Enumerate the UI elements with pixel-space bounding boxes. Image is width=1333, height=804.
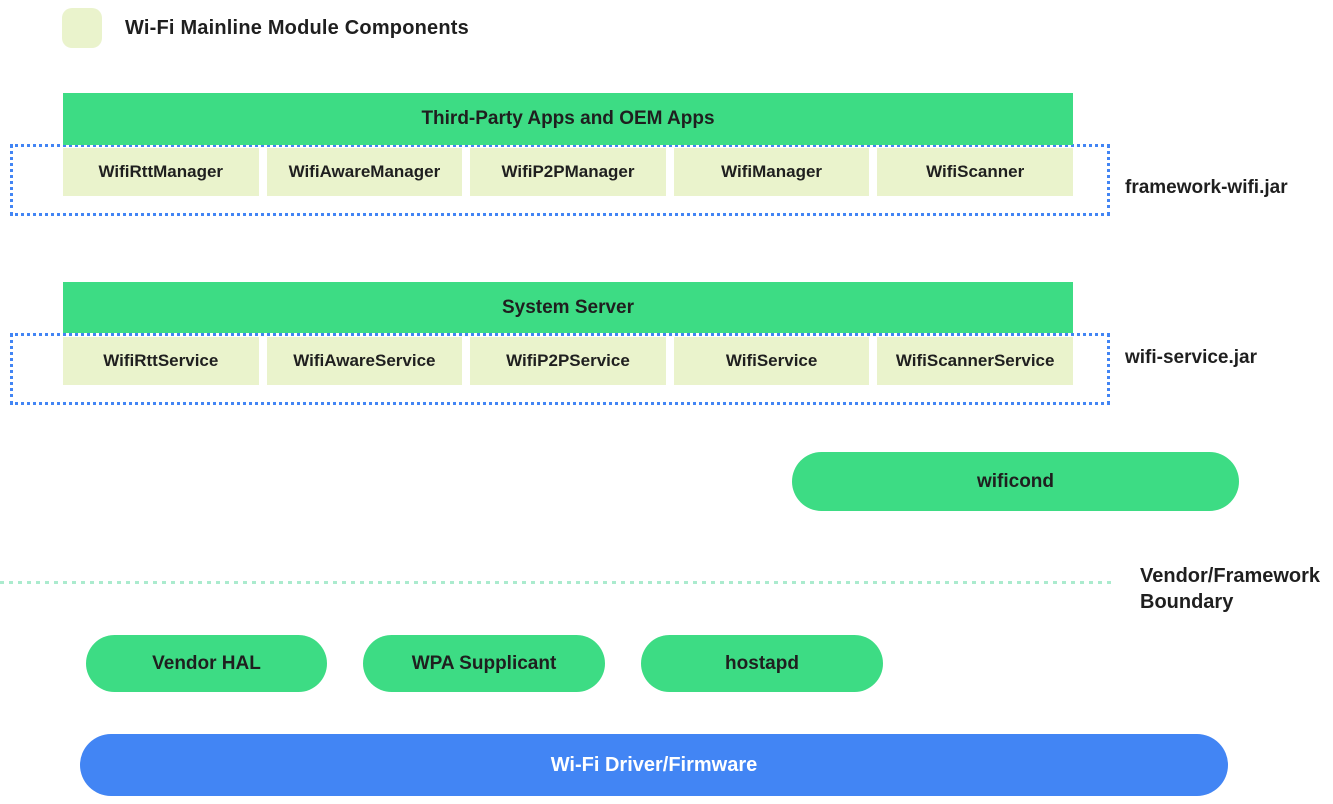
- framework-wifi-jar-dotted-box: [10, 144, 1110, 216]
- diagram-title: Wi-Fi Mainline Module Components: [125, 16, 469, 39]
- wificond-pill: wificond: [792, 452, 1239, 511]
- module-box-wifi-p2p-service: WifiP2PService: [470, 337, 666, 385]
- framework-boxes-row: WifiRttManager WifiAwareManager WifiP2PM…: [63, 148, 1073, 196]
- wifi-service-jar-dotted-box: [10, 333, 1110, 405]
- module-box-wifi-manager: WifiManager: [673, 148, 870, 196]
- module-box-wifi-service: WifiService: [673, 337, 870, 385]
- vendor-framework-boundary-line: [0, 581, 1115, 584]
- wpa-supplicant-pill: WPA Supplicant: [363, 635, 605, 692]
- system-server-header: System Server: [63, 282, 1073, 333]
- module-box-wifi-aware-service: WifiAwareService: [266, 337, 463, 385]
- module-box-wifi-aware-manager: WifiAwareManager: [266, 148, 463, 196]
- module-box-wifi-scanner: WifiScanner: [877, 148, 1073, 196]
- service-boxes-row: WifiRttService WifiAwareService WifiP2PS…: [63, 337, 1073, 385]
- module-box-wifi-rtt-manager: WifiRttManager: [63, 148, 259, 196]
- third-party-apps-header: Third-Party Apps and OEM Apps: [63, 93, 1073, 145]
- framework-wifi-jar-label: framework-wifi.jar: [1125, 177, 1288, 198]
- vendor-framework-boundary-label: Vendor/Framework Boundary: [1140, 565, 1321, 613]
- module-box-wifi-rtt-service: WifiRttService: [63, 337, 259, 385]
- vendor-hal-pill: Vendor HAL: [86, 635, 327, 692]
- wifi-service-jar-label: wifi-service.jar: [1125, 347, 1258, 368]
- wifi-driver-firmware-bar: Wi-Fi Driver/Firmware: [80, 734, 1228, 796]
- hostapd-pill: hostapd: [641, 635, 883, 692]
- module-box-wifi-p2p-manager: WifiP2PManager: [470, 148, 666, 196]
- legend-swatch: [62, 8, 102, 48]
- module-box-wifi-scanner-service: WifiScannerService: [877, 337, 1073, 385]
